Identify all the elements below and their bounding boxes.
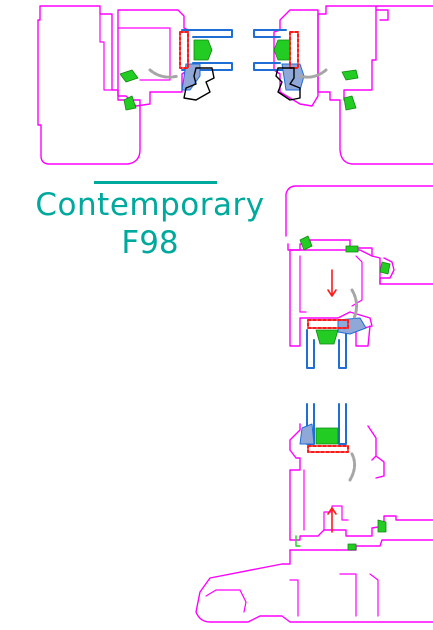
sill-gasket-right	[377, 519, 387, 533]
left-glazing-bead	[117, 27, 171, 81]
sill-sash-inner	[303, 469, 349, 531]
sill-gasket-left	[295, 535, 301, 547]
left-gasket-main	[193, 39, 213, 61]
left-sash	[117, 9, 189, 107]
title-block: Contemporary F98	[0, 176, 300, 271]
right-gasket-main	[273, 39, 291, 61]
left-gasket-lower	[123, 95, 137, 111]
left-outer-frame	[37, 5, 141, 165]
sill-swing-arrow	[348, 452, 357, 482]
head-outer-frame	[285, 185, 433, 285]
right-handle	[275, 67, 301, 101]
sill-cavity	[299, 423, 315, 445]
product-name: Contemporary	[35, 187, 265, 223]
head-sash	[289, 249, 373, 347]
sill-frame-upper	[289, 539, 433, 551]
left-handle	[183, 67, 215, 101]
right-swing-arrow	[298, 68, 328, 79]
horizontal-section	[37, 5, 433, 165]
sill-reinforcement	[307, 445, 349, 453]
sill-gasket-bottom	[347, 543, 357, 551]
sill-sash	[289, 423, 385, 541]
sill-gasket-main	[315, 427, 339, 445]
head-reinforcement	[307, 319, 349, 329]
head-swing-arrow	[350, 288, 359, 320]
head-glass	[306, 329, 347, 369]
sill-sash-body	[289, 515, 433, 541]
right-glass-pane	[253, 29, 287, 71]
head-sash-inner	[299, 255, 363, 313]
right-sash	[273, 9, 319, 107]
head-gasket-right	[345, 245, 359, 253]
right-gasket-frame	[341, 69, 359, 81]
product-code: F98	[121, 225, 179, 261]
left-swing-arrow	[148, 68, 180, 79]
right-outer-frame	[317, 5, 433, 165]
right-gasket-lower	[343, 95, 357, 111]
right-frame-edge	[343, 9, 377, 101]
head-drainage-marker	[327, 269, 337, 297]
sill-outer-frame	[195, 549, 433, 623]
head-section	[285, 185, 433, 369]
head-gasket-step	[379, 261, 391, 275]
sill-section	[195, 403, 433, 623]
sill-frame-notch	[205, 589, 247, 613]
title-rule	[94, 181, 217, 184]
head-gasket-main	[315, 329, 339, 345]
left-reinforcement	[179, 31, 189, 69]
right-reinforcement	[289, 31, 299, 69]
left-gasket-frame	[119, 69, 139, 83]
sill-frame-lower-detail	[289, 573, 379, 617]
head-gasket-top	[299, 235, 313, 251]
left-frame-rebate	[99, 13, 113, 91]
sill-drainage-marker	[327, 507, 337, 533]
head-frame-step	[379, 257, 395, 285]
left-glass-pane	[181, 29, 233, 71]
